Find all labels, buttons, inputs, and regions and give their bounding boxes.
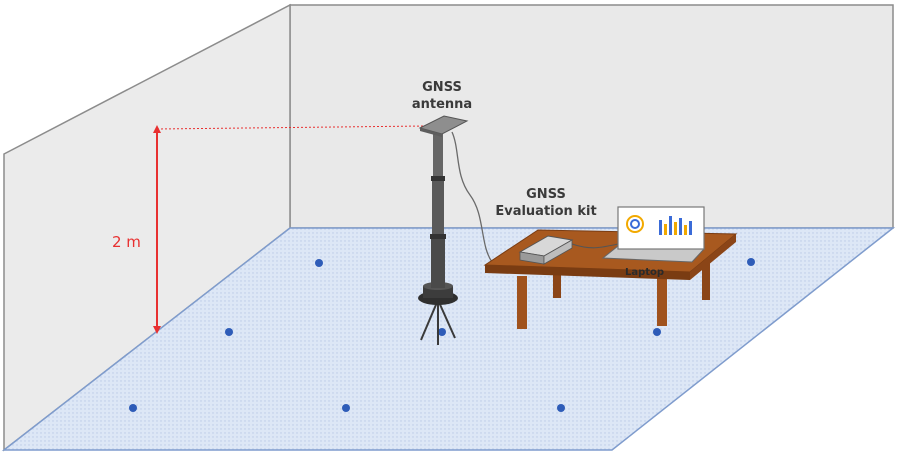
evaluation-kit-icon — [518, 235, 574, 265]
test-point — [342, 404, 350, 412]
test-point — [653, 328, 661, 336]
kit-label-line1: GNSS — [526, 187, 566, 202]
test-point — [225, 328, 233, 336]
kit-label-line2: Evaluation kit — [495, 204, 596, 219]
back-wall — [289, 4, 894, 229]
height-reference-line — [156, 125, 426, 130]
test-point — [747, 258, 755, 266]
arrow-down-icon — [153, 326, 161, 334]
laptop-icon: Laptop — [601, 206, 706, 278]
antenna-label-line2: antenna — [412, 97, 472, 112]
test-point — [129, 404, 137, 412]
tripod-mast-icon — [418, 132, 458, 345]
usb-cable — [571, 243, 619, 249]
laptop-label: Laptop — [625, 267, 664, 278]
test-point — [438, 328, 446, 336]
test-points — [129, 258, 755, 412]
room — [1, 3, 896, 452]
test-point — [315, 259, 323, 267]
gnss-antenna-icon — [418, 115, 469, 137]
antenna-label-line1: GNSS — [422, 80, 462, 95]
arrow-up-icon — [153, 125, 161, 133]
antenna-cable — [451, 131, 493, 263]
height-label: 2 m — [112, 233, 141, 251]
height-marker: 2 m — [112, 125, 426, 334]
test-point — [557, 404, 565, 412]
